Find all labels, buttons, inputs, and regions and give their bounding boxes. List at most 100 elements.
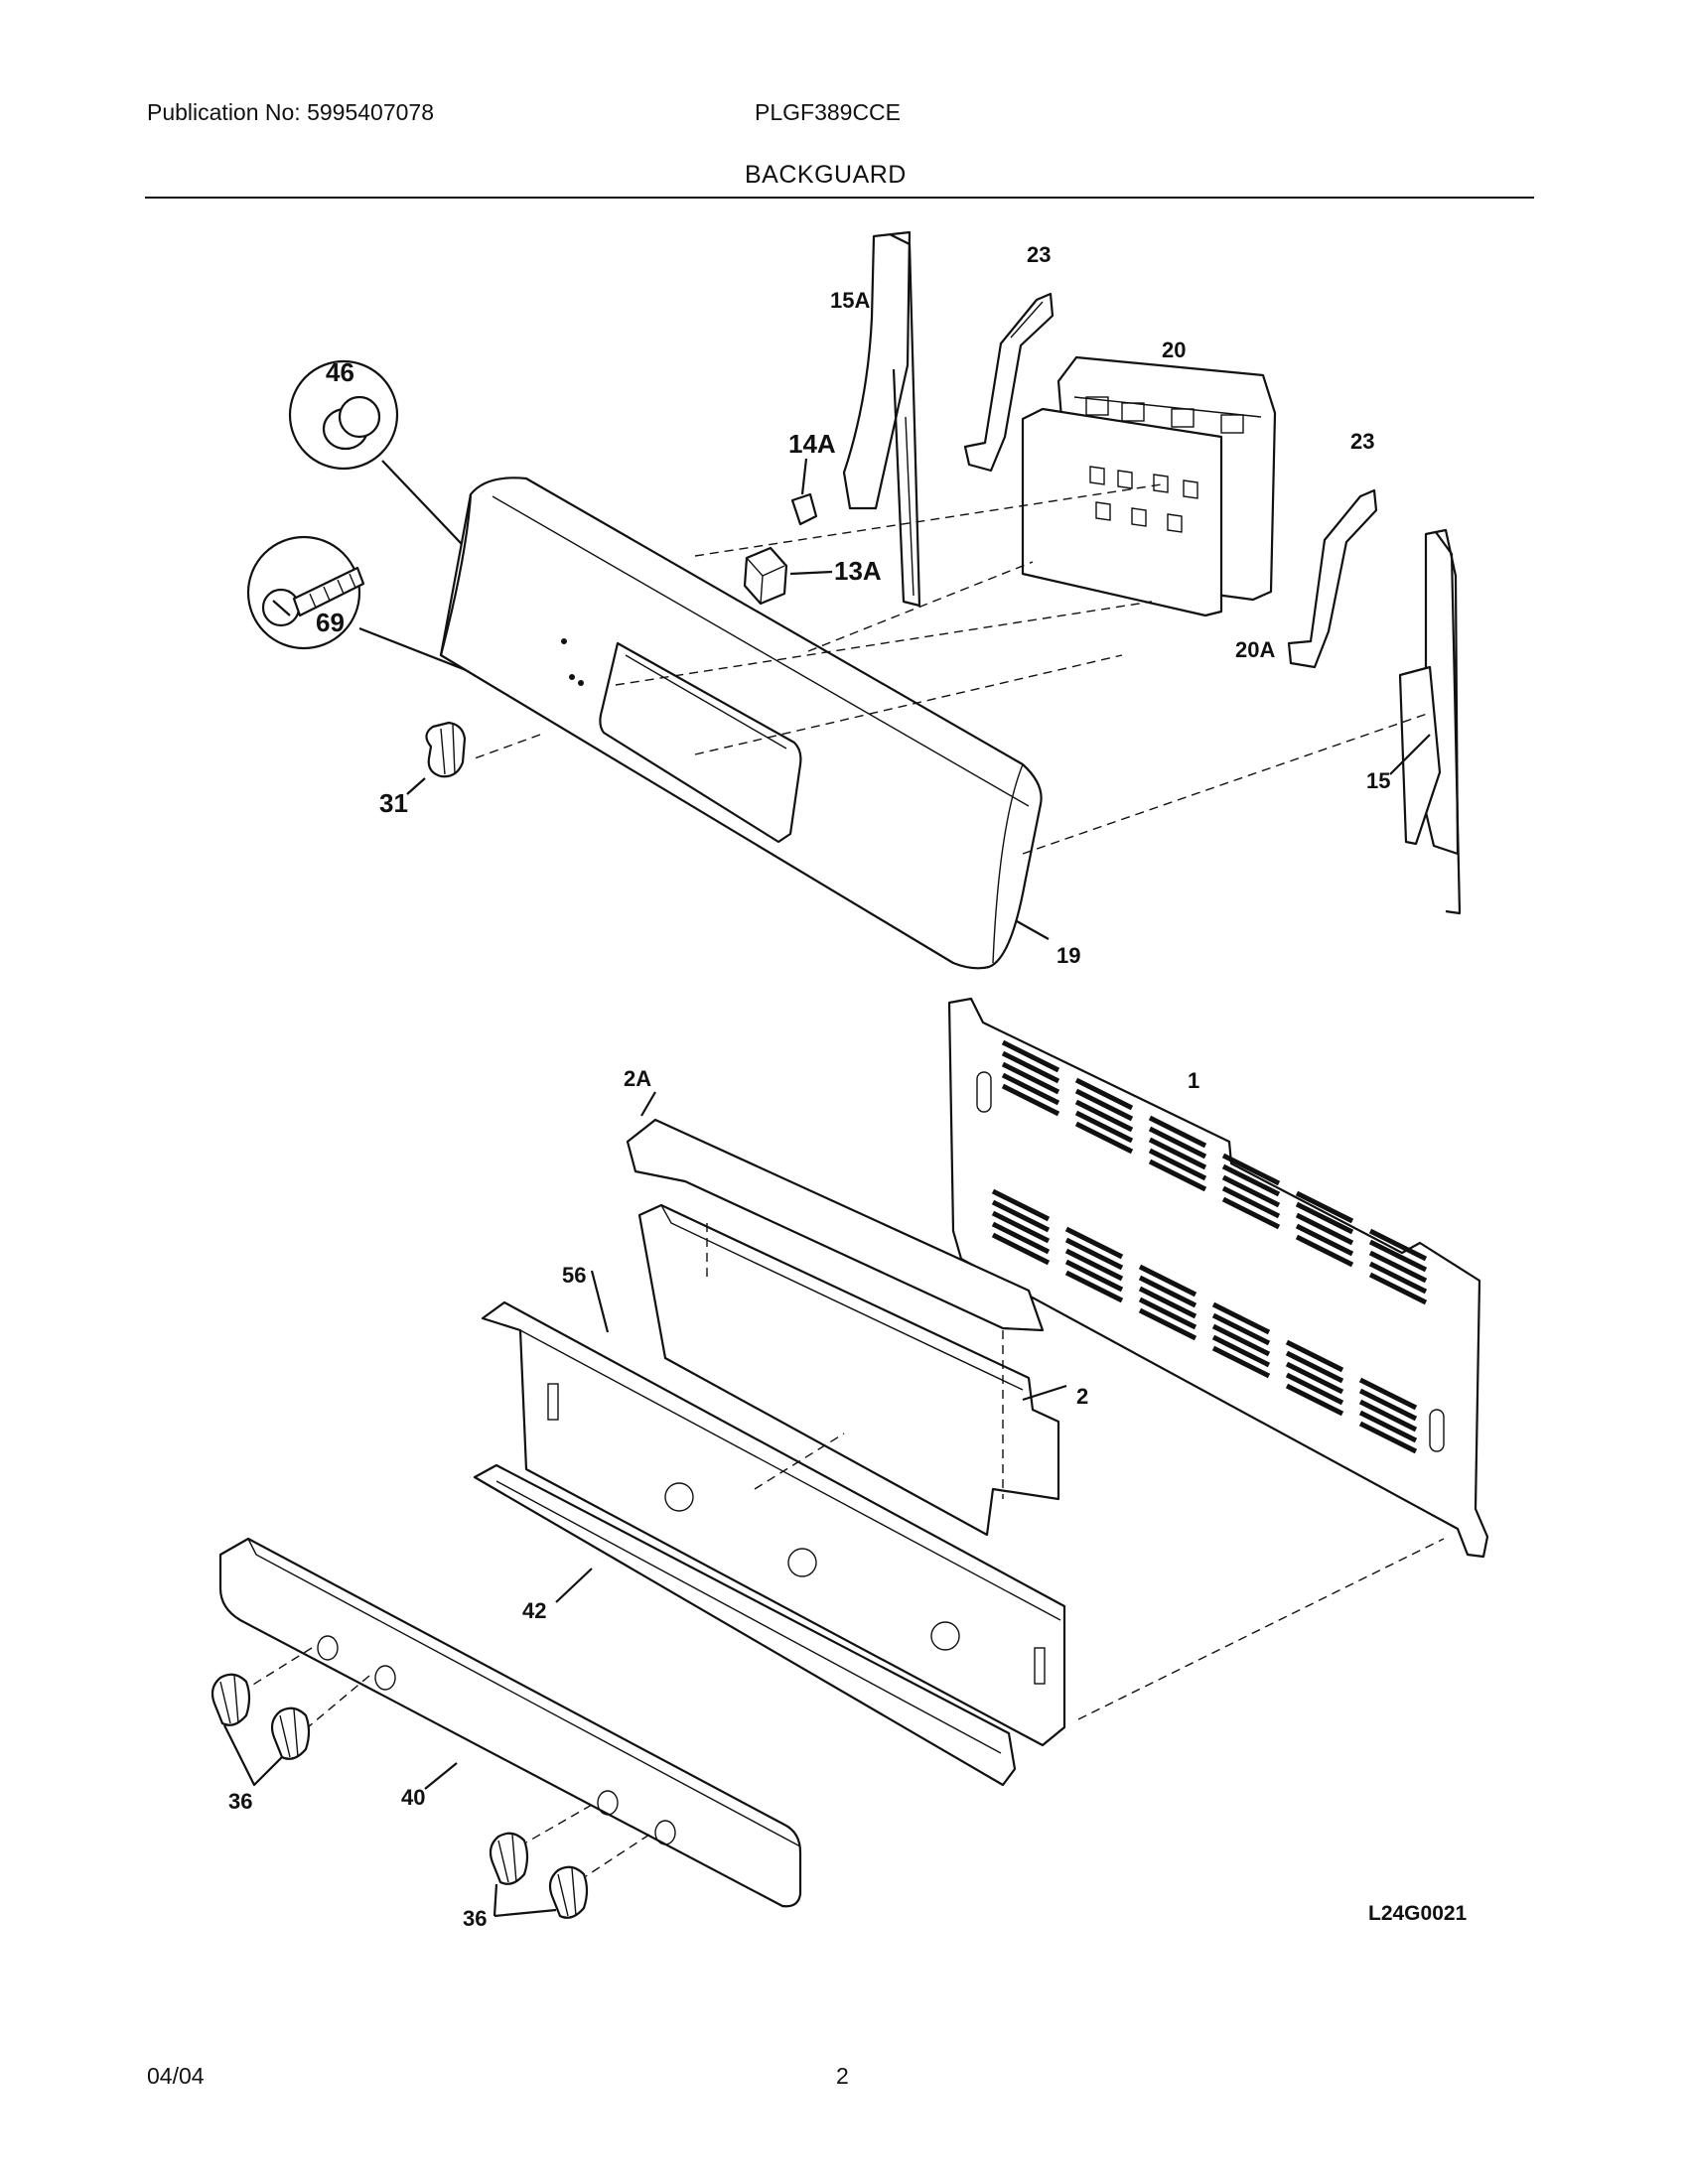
vent-slot [1295,1190,1354,1224]
vent-slot [1358,1377,1418,1411]
label-23-top: 23 [1027,242,1051,267]
vent-slot [1221,1163,1281,1197]
vent-slot [1064,1259,1124,1293]
vent-slot [1285,1339,1344,1373]
part-36-knobs-right [489,1832,589,1919]
label-42: 42 [522,1598,546,1623]
page-number: 2 [836,2063,849,2089]
part-42-trim-rail [473,1463,1017,1787]
vent-slot [1064,1270,1124,1303]
vent-slot [1148,1126,1207,1160]
part-2A-trim [626,1091,1045,1332]
label-15A: 15A [830,288,870,313]
vent-slot [1001,1083,1060,1117]
part-40-manifold-cover [218,1537,802,1908]
vent-slot [991,1199,1051,1233]
label-13A: 13A [834,556,882,586]
part-2-inner-panel [637,1203,1067,1537]
vent-slot [991,1221,1051,1255]
vent-slot [991,1188,1051,1222]
vent-slot [1211,1301,1271,1335]
label-56: 56 [562,1263,586,1288]
section-title: BACKGUARD [745,161,907,189]
part-15-bracket [1389,528,1462,915]
label-19: 19 [1056,943,1080,968]
vent-slot [1295,1212,1354,1246]
label-2A: 2A [624,1066,651,1091]
part-36-knobs-left [211,1673,311,1787]
footer-date: 04/04 [147,2063,205,2089]
vent-slot [1358,1410,1418,1443]
label-31: 31 [379,788,408,818]
vent-slot [1064,1226,1124,1260]
part-56-manifold-panel [481,1270,1066,1747]
vent-slot [1295,1223,1354,1257]
publication-number: Publication No: 5995407078 [147,99,435,125]
vent-slot [1368,1250,1428,1284]
vent-slot [1221,1185,1281,1219]
vent-slot [1368,1228,1428,1262]
label-15: 15 [1366,768,1390,793]
vent-slot [1295,1234,1354,1268]
label-20A: 20A [1235,637,1275,662]
drawing-code: L24G0021 [1368,1902,1468,1925]
label-1: 1 [1188,1068,1199,1093]
vent-slot [1138,1264,1197,1297]
vent-slot [1221,1153,1281,1186]
vent-slot [1138,1307,1197,1341]
vent-slot [1074,1088,1134,1122]
vent-slot [1148,1115,1207,1149]
vent-slot [1221,1174,1281,1208]
vent-slot [1211,1334,1271,1368]
vent-slot [1138,1297,1197,1330]
label-23-right: 23 [1350,429,1374,454]
part-23-clip-right [1287,488,1378,669]
part-1-rear-panel [947,997,1489,1559]
vent-slot [1211,1345,1271,1379]
vent-slot [1358,1388,1418,1422]
vent-slot [1074,1099,1134,1133]
rear-panel-vents [991,1039,1428,1454]
label-69: 69 [316,608,345,637]
vent-slot [1368,1261,1428,1295]
vent-slot [1001,1061,1060,1095]
vent-slot [1211,1323,1271,1357]
vent-slot [1368,1272,1428,1305]
vent-slot [1285,1372,1344,1406]
part-23-clip-left [963,292,1055,473]
label-36-right: 36 [463,1906,487,1931]
label-40: 40 [401,1785,425,1810]
part-20A-overlay [1021,407,1223,617]
vent-slot [1138,1286,1197,1319]
vent-slot [1148,1137,1207,1170]
vent-slot [1001,1072,1060,1106]
part-69-detail [246,535,530,697]
vent-slot [1285,1350,1344,1384]
vent-slot [1138,1275,1197,1308]
vent-slot [1001,1050,1060,1084]
part-31-knob [406,721,467,795]
vent-slot [1368,1239,1428,1273]
label-14A: 14A [788,429,836,459]
label-36-left: 36 [228,1789,252,1814]
vent-slot [1148,1148,1207,1181]
vent-slot [1285,1361,1344,1395]
vent-slot [1001,1039,1060,1073]
vent-slot [1358,1399,1418,1433]
vent-slot [991,1232,1051,1266]
vent-slot [1074,1110,1134,1144]
part-19-control-panel [439,477,1050,970]
label-46: 46 [326,357,354,387]
vent-slot [1211,1312,1271,1346]
vent-slot [1064,1237,1124,1271]
model-number: PLGF389CCE [755,99,902,125]
label-20: 20 [1162,338,1186,362]
vent-slot [1295,1201,1354,1235]
part-13A-switch [743,546,833,606]
label-2: 2 [1076,1384,1088,1409]
vent-slot [1285,1383,1344,1417]
vent-slot [991,1210,1051,1244]
vent-slot [1148,1159,1207,1192]
vent-slot [1221,1196,1281,1230]
